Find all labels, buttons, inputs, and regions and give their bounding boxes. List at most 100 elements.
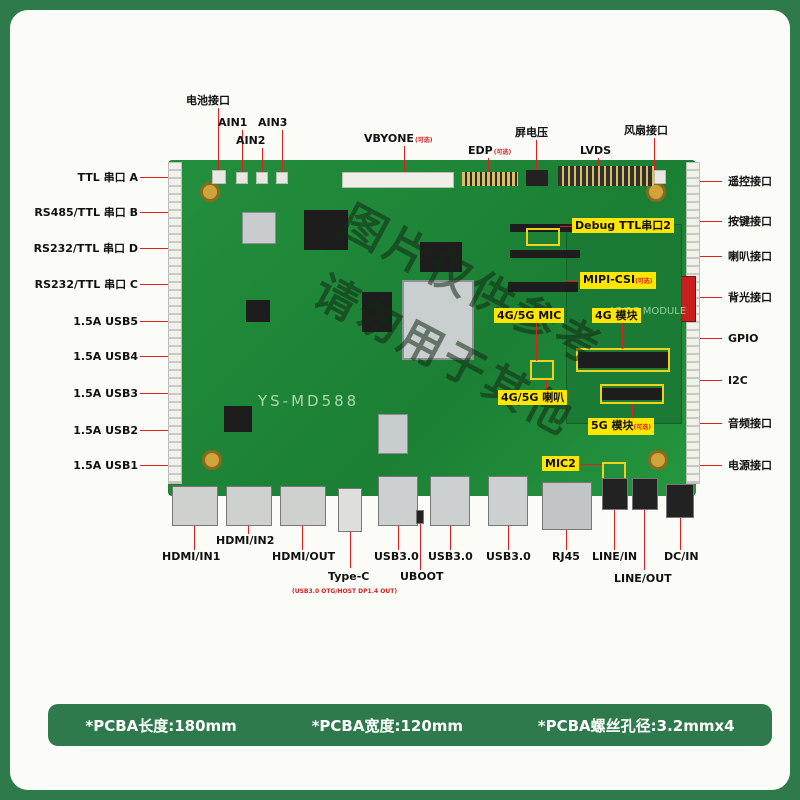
label-line-out: LINE/OUT <box>614 572 672 585</box>
hdmi-out-port <box>280 486 326 526</box>
label-backlight: 背光接口 <box>728 291 772 304</box>
label-fan: 风扇接口 <box>624 124 668 137</box>
label-hdmi-in1: HDMI/IN1 <box>162 550 221 563</box>
leader-line <box>654 138 655 170</box>
leader-line <box>700 297 722 298</box>
uboot-button <box>416 510 424 524</box>
leader-line <box>536 140 537 170</box>
debug-highlight <box>526 228 560 246</box>
leader-line <box>536 323 537 361</box>
leader-line <box>700 181 722 182</box>
shield-can <box>242 212 276 244</box>
module-5g-note: (可选) <box>633 424 652 431</box>
dc-in-jack <box>666 484 694 518</box>
leader-line <box>700 338 722 339</box>
fan-connector <box>654 170 666 184</box>
leader-line <box>598 158 599 166</box>
label-rs232-c: RS232/TTL 串口 C <box>34 278 138 291</box>
label-edp: EDP(可选) <box>468 144 511 159</box>
ain1-connector <box>236 172 248 184</box>
leader-line <box>140 284 168 285</box>
mounting-hole <box>202 450 222 470</box>
leader-line <box>546 380 547 390</box>
label-usb3: 1.5A USB3 <box>73 387 138 400</box>
rj45-port <box>542 482 592 530</box>
leader-line <box>398 526 399 550</box>
lvds-connector <box>558 166 654 186</box>
label-type-c-note: (USB3.0 OTG/HOST DP1.4 OUT) <box>292 588 398 595</box>
m2-slot-4g <box>578 352 668 368</box>
module-text: 4G/5G MODULE <box>608 306 687 317</box>
label-ttl-a: TTL 串口 A <box>77 171 138 184</box>
label-hdmi-in2: HDMI/IN2 <box>216 534 275 547</box>
hdmi-in1-port <box>172 486 218 526</box>
mounting-hole <box>200 182 220 202</box>
leader-line <box>632 404 633 418</box>
spec-length: *PCBA长度:180mm <box>85 716 237 735</box>
label-ain3: AIN3 <box>258 116 288 129</box>
label-lvds: LVDS <box>580 144 612 157</box>
leader-line <box>248 526 249 534</box>
board-model-text: YS-MD588 <box>258 392 360 410</box>
tag-mic2: MIC2 <box>542 456 579 471</box>
label-battery: 电池接口 <box>186 94 230 107</box>
leader-line <box>140 248 168 249</box>
label-ain1: AIN1 <box>218 116 248 129</box>
usb30-port-1 <box>378 476 418 526</box>
leader-line <box>700 256 722 257</box>
leader-line <box>140 212 168 213</box>
label-line-in: LINE/IN <box>592 550 638 563</box>
tag-mic-4g5g: 4G/5G MIC <box>494 308 565 323</box>
edp-text: EDP <box>468 144 493 157</box>
label-usb30-1: USB3.0 <box>374 550 419 563</box>
leader-line <box>140 393 168 394</box>
tag-module-4g: 4G 模块 <box>592 308 641 323</box>
tag-speaker-4g5g: 4G/5G 喇叭 <box>498 390 568 405</box>
label-remote: 遥控接口 <box>728 175 772 188</box>
type-c-port <box>338 488 362 532</box>
leader-line <box>302 526 303 550</box>
leader-line <box>680 518 681 550</box>
leader-line <box>700 423 722 424</box>
wifi-shield <box>378 414 408 454</box>
leader-line <box>566 530 567 550</box>
leader-line <box>700 465 722 466</box>
label-usb2: 1.5A USB2 <box>73 424 138 437</box>
tag-module-5g: 5G 模块(可选) <box>588 418 655 435</box>
soc-chip <box>402 280 474 360</box>
mic-highlight <box>530 360 554 380</box>
leader-line <box>614 510 615 550</box>
label-hdmi-out: HDMI/OUT <box>272 550 336 563</box>
label-usb30-2: USB3.0 <box>428 550 473 563</box>
label-usb4: 1.5A USB4 <box>73 350 138 363</box>
label-screen-voltage: 屏电压 <box>515 126 548 139</box>
ram-chip <box>420 242 462 272</box>
line-out-jack <box>632 478 658 510</box>
label-rs232-d: RS232/TTL 串口 D <box>33 242 138 255</box>
module-5g-highlight <box>600 384 664 404</box>
tag-mipi: MIPI-CSI(可选) <box>580 272 656 289</box>
leader-line <box>194 526 195 550</box>
label-gpio: GPIO <box>728 332 759 345</box>
pmic-chip <box>224 406 252 432</box>
label-type-c: Type-C <box>328 570 370 583</box>
leader-line <box>622 323 623 349</box>
right-connector-strip <box>686 162 700 484</box>
leader-line <box>404 146 405 172</box>
label-ain2: AIN2 <box>236 134 266 147</box>
label-rj45: RJ45 <box>552 550 580 563</box>
leader-line <box>350 532 351 568</box>
battery-connector <box>212 170 226 184</box>
ram-chip <box>362 292 392 332</box>
mipi-note: (可选) <box>635 278 653 285</box>
leader-line <box>700 221 722 222</box>
leader-line <box>560 226 572 227</box>
leader-line <box>282 130 283 172</box>
label-usb1: 1.5A USB1 <box>73 459 138 472</box>
module-4g-highlight <box>576 348 670 372</box>
leader-line <box>580 464 602 465</box>
leader-line <box>140 465 168 466</box>
leader-line <box>508 526 509 550</box>
screen-voltage-header <box>526 170 548 186</box>
emmc-chip <box>304 210 348 250</box>
